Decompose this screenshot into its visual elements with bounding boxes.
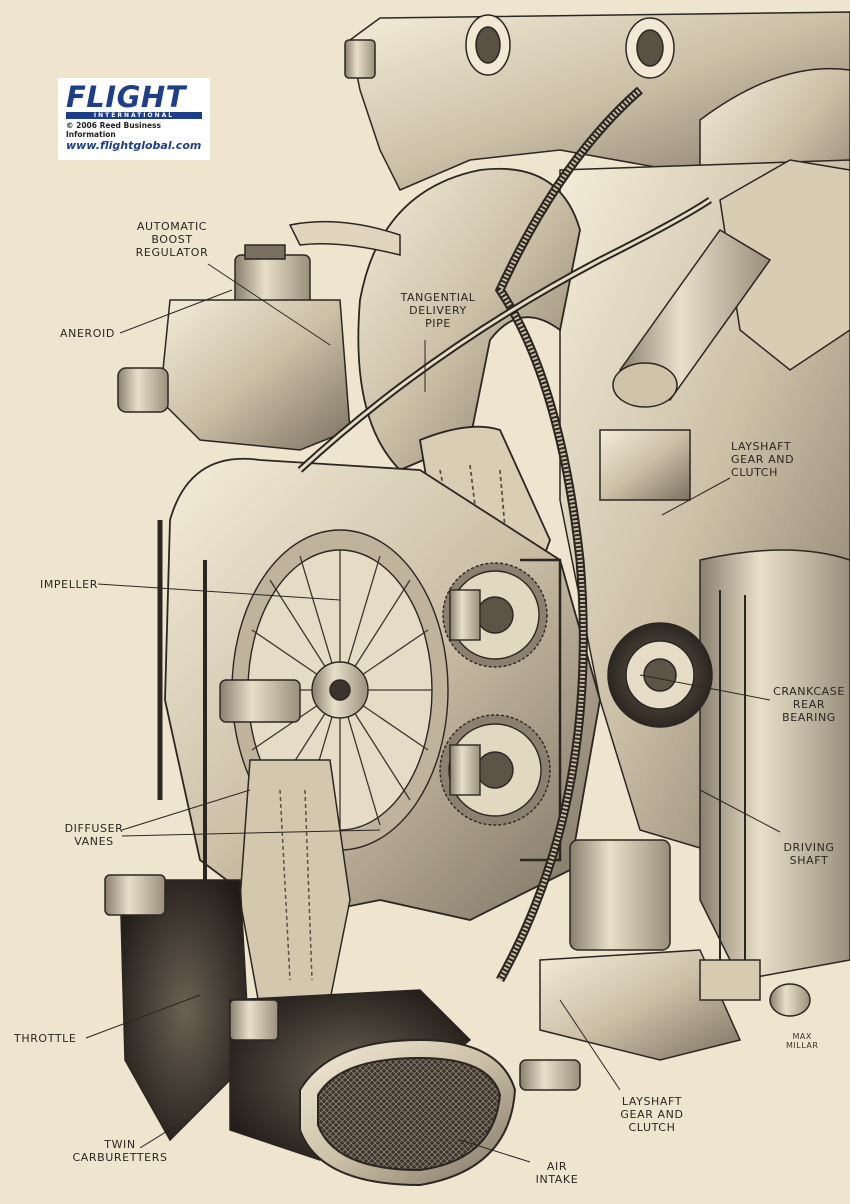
boost-regulator-housing xyxy=(117,220,401,451)
label-driving-shaft: DRIVING SHAFT xyxy=(783,841,835,867)
diffuser-passage xyxy=(239,759,351,1011)
artist-signature: MAX MILLAR xyxy=(786,1032,819,1050)
lower-fittings xyxy=(519,839,811,1091)
logo-subtitle: INTERNATIONAL xyxy=(66,112,202,119)
label-impeller: IMPELLER xyxy=(40,578,98,591)
label-air-intake: AIR INTAKE xyxy=(535,1160,579,1186)
layshaft-upper xyxy=(599,229,772,501)
crankcase xyxy=(559,159,850,981)
logo-url: www.flightglobal.com xyxy=(66,139,202,152)
label-diffuser-vanes: DIFFUSER VANES xyxy=(64,822,124,848)
logo-copyright: © 2006 Reed Business Information xyxy=(66,121,161,139)
logo-name: FLIGHT xyxy=(66,80,186,114)
label-throttle: THROTTLE xyxy=(14,1032,77,1045)
label-layshaft-gear-clutch-lower: LAYSHAFT GEAR AND CLUTCH xyxy=(620,1095,684,1134)
flight-logo: FLIGHT INTERNATIONAL © 2006 Reed Busines… xyxy=(58,78,210,160)
label-automatic-boost-regulator: AUTOMATIC BOOST REGULATOR xyxy=(135,220,209,259)
label-layshaft-gear-clutch-upper: LAYSHAFT GEAR AND CLUTCH xyxy=(731,440,795,479)
gear-train xyxy=(439,558,562,862)
label-tangential-delivery-pipe: TANGENTIAL DELIVERY PIPE xyxy=(400,291,476,330)
label-crankcase-rear-bearing: CRANKCASE REAR BEARING xyxy=(773,685,845,724)
label-aneroid: ANEROID xyxy=(60,327,115,340)
leader-lines xyxy=(85,263,781,1163)
air-intake xyxy=(299,1038,517,1187)
label-twin-carburetters: TWIN CARBURETTERS xyxy=(72,1138,168,1164)
